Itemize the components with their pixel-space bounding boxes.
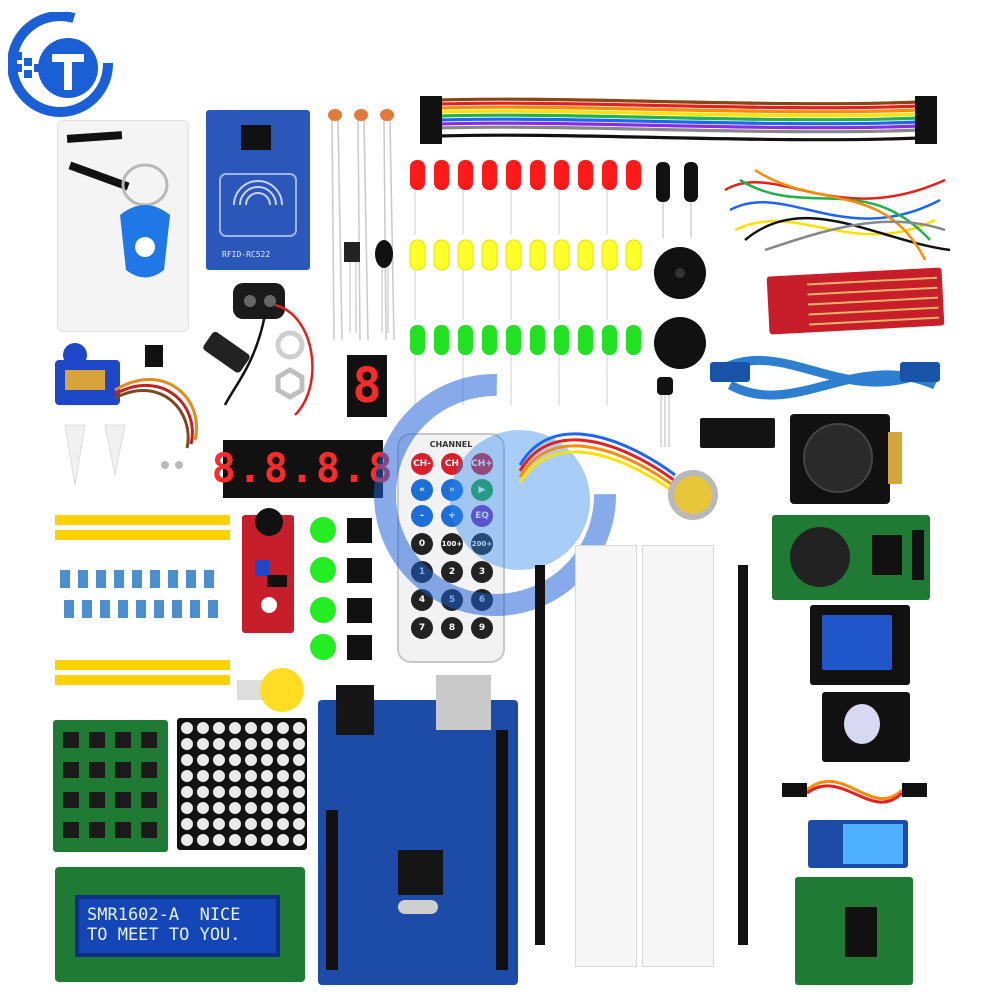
relay-cube: [822, 615, 892, 670]
stepper-motor-icon: [518, 432, 718, 520]
button-keypad-module: [53, 720, 168, 852]
remote-key-minus[interactable]: -: [411, 505, 433, 527]
crystal: [398, 900, 438, 914]
uno-board: [318, 675, 518, 985]
photoresistors-icon: [328, 109, 395, 341]
power-jack: [336, 685, 374, 735]
remote-key-ch-minus[interactable]: CH-: [411, 453, 433, 475]
buzzer-icon: [654, 247, 706, 369]
lcd-1602-module: SMR1602-A NICE TO MEET TO YOU.: [55, 867, 305, 982]
rgb-led-module: [822, 692, 910, 762]
ir-receiver-icon: [344, 240, 393, 333]
header-right: [496, 730, 508, 970]
remote-key-prev[interactable]: «: [411, 479, 433, 501]
lcd-line-2: TO MEET TO YOU.: [87, 925, 241, 945]
led-dot-matrix: [177, 718, 307, 850]
pin-header-strip-right: [738, 565, 748, 945]
rfid-antenna-icon: [219, 173, 297, 237]
resistors-icon: [55, 515, 230, 685]
remote-key-ch[interactable]: CH: [441, 453, 463, 475]
potentiometer-icon: [237, 668, 304, 712]
dupont-ribbon-cable-icon: [420, 96, 937, 144]
four-digit-display: 8.8.8.8: [212, 440, 392, 498]
sensor-cable-icon: [782, 779, 927, 804]
rgb-led-bulb: [844, 704, 880, 744]
remote-key-2[interactable]: 2: [441, 561, 463, 583]
remote-key-100-plus[interactable]: 100+: [441, 533, 463, 555]
battery-clip-icon: [203, 283, 314, 416]
usb-port: [436, 675, 491, 730]
watermark-logo-icon: [374, 374, 616, 616]
breadboard-right: [642, 545, 714, 967]
dot-matrix-grid-icon: [181, 722, 305, 846]
header-left: [326, 810, 338, 970]
brand-logo-icon: [8, 12, 113, 117]
washer-icon: [275, 330, 305, 400]
remote-key-7[interactable]: 7: [411, 617, 433, 639]
stepper-driver-board: [795, 877, 913, 985]
sound-sensor-module-icon: [242, 508, 294, 633]
led-array-icon: [409, 160, 642, 405]
coin-battery-holder-icon: [790, 527, 924, 587]
rfid-reader-board: RFID-RC522: [206, 110, 310, 270]
water-sensor-traces-icon: [807, 276, 940, 326]
remote-key-0[interactable]: 0: [411, 533, 433, 555]
remote-key-next[interactable]: »: [441, 479, 463, 501]
tilt-switch-icon: [656, 162, 698, 238]
jumper-wires-icon: [724, 168, 951, 261]
lcd-screen: SMR1602-A NICE TO MEET TO YOU.: [75, 895, 280, 957]
lcd-line-1: SMR1602-A NICE: [87, 905, 241, 925]
keypad-buttons-icon: [63, 732, 157, 838]
remote-channel-label: CHANNEL: [429, 440, 473, 449]
remote-key-9[interactable]: 9: [471, 617, 493, 639]
dht11-sensor-module: [808, 820, 908, 868]
remote-key-play[interactable]: ▶: [471, 479, 493, 501]
push-buttons-icon: [310, 517, 372, 660]
shift-register-ic: [700, 418, 775, 448]
rtc-clock-module: [772, 515, 930, 600]
remote-key-3[interactable]: 3: [471, 561, 493, 583]
transistor-icon: [657, 377, 673, 447]
remote-key-200-plus[interactable]: 200+: [471, 533, 493, 555]
servo-motor-icon: [55, 343, 198, 486]
pin-header-strip-left: [535, 565, 545, 945]
key-fob-icon: [120, 163, 170, 278]
driver-ic: [845, 907, 877, 957]
breadboard-left: [575, 545, 637, 967]
remote-key-eq[interactable]: EQ: [471, 505, 493, 527]
joystick-module-icon: [790, 414, 902, 504]
remote-key-plus[interactable]: +: [441, 505, 463, 527]
rfid-model-label: RFID-RC522: [222, 250, 271, 259]
remote-key-ch-plus[interactable]: CH+: [471, 453, 493, 475]
microcontroller-chip: [398, 850, 443, 895]
water-sensor-board: [766, 267, 945, 335]
dht11-sensor-housing: [843, 824, 903, 864]
remote-key-8[interactable]: 8: [441, 617, 463, 639]
relay-module: [810, 605, 910, 685]
usb-cable-icon: [710, 356, 940, 400]
single-digit-display: 8: [347, 355, 387, 417]
